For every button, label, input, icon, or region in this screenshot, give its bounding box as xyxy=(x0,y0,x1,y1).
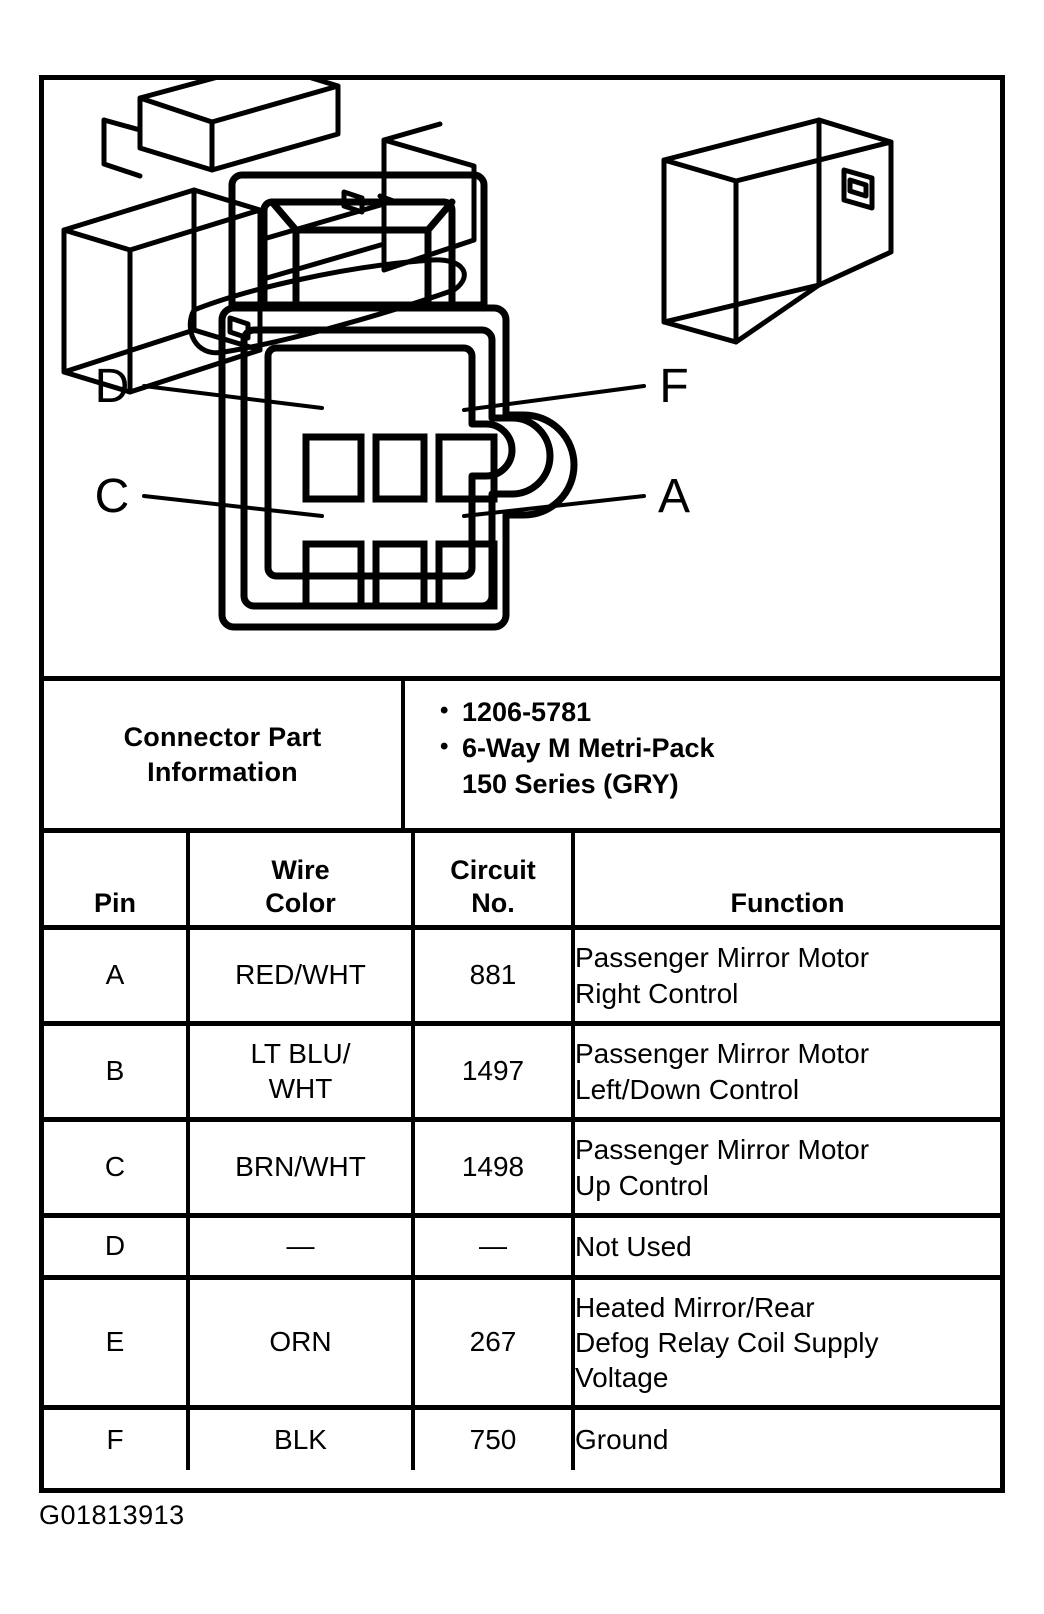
cell-wire-color: ORN xyxy=(188,1275,415,1408)
cavity-bottom-mid xyxy=(372,540,428,610)
cell-wire-color: LT BLU/ WHT xyxy=(188,1021,415,1120)
function-line2: Up Control xyxy=(575,1169,709,1201)
bullet-icon: • xyxy=(440,697,449,724)
function-line2: Defog Relay Coil Supply xyxy=(575,1326,879,1358)
cell-function: Ground xyxy=(573,1405,1000,1470)
cell-wire-color: — xyxy=(188,1213,415,1278)
connector-type-line2: 150 Series (GRY) xyxy=(462,768,679,799)
wire-color-line1: ORN xyxy=(269,1326,332,1358)
table-row: E ORN 267 Heated Mirror/Rear Defog Relay… xyxy=(44,1275,1000,1408)
connector-part-information-label: Connector Part Information xyxy=(44,681,405,828)
header-function-text: Function xyxy=(730,887,845,918)
cavity-top-right xyxy=(435,433,498,503)
wire-color-line1: BLK xyxy=(274,1423,327,1455)
header-circuit-no: Circuit No. xyxy=(413,828,575,928)
cell-circuit-no: 1497 xyxy=(413,1021,575,1120)
cavity-top-left xyxy=(302,433,365,503)
cpi-label-line2: Information xyxy=(147,756,298,787)
connector-type-bullet: • 6-Way M Metri-Pack 150 Series (GRY) xyxy=(440,731,1000,803)
table-row: D — — Not Used xyxy=(44,1213,1000,1278)
cell-wire-color: RED/WHT xyxy=(188,925,415,1024)
diagram-frame: D F C A Connector Part Information • 120… xyxy=(39,75,1005,1493)
table-row: C BRN/WHT 1498 Passenger Mirror Motor Up… xyxy=(44,1117,1000,1216)
cell-circuit-no: 750 xyxy=(413,1405,575,1470)
cell-circuit-no: 881 xyxy=(413,925,575,1024)
pin-leader-lines xyxy=(142,384,646,518)
header-circuit-no-line1: Circuit xyxy=(450,855,536,886)
cell-pin: F xyxy=(44,1405,190,1470)
table-row: A RED/WHT 881 Passenger Mirror Motor Rig… xyxy=(44,925,1000,1024)
cell-function: Passenger Mirror Motor Up Control xyxy=(573,1117,1000,1216)
terminal-cavities xyxy=(302,433,498,610)
wire-color-line2: WHT xyxy=(268,1072,333,1104)
pin-table: Pin Wire Color Circuit No. Function xyxy=(44,828,1000,1470)
leader-line-d xyxy=(142,384,324,410)
cell-pin: B xyxy=(44,1021,190,1120)
wire-color-line1: LT BLU/ xyxy=(250,1038,351,1070)
cell-pin: D xyxy=(44,1213,190,1278)
cell-pin: C xyxy=(44,1117,190,1216)
cell-circuit-no: 267 xyxy=(413,1275,575,1408)
connector-drawing-svg: D F C A xyxy=(61,80,894,631)
leader-line-f xyxy=(462,384,646,412)
pin-table-header-row: Pin Wire Color Circuit No. Function xyxy=(44,828,1000,928)
header-circuit-no-line2: No. xyxy=(471,887,515,918)
cavity-top-mid xyxy=(372,433,428,503)
wire-color-line1: BRN/WHT xyxy=(235,1151,366,1183)
header-wire-color-line1: Wire xyxy=(271,855,330,886)
leader-line-c xyxy=(142,494,324,518)
connector-type-text: 6-Way M Metri-Pack 150 Series (GRY) xyxy=(462,731,1000,803)
cell-pin: A xyxy=(44,925,190,1024)
connector-type-line1: 6-Way M Metri-Pack xyxy=(462,732,715,763)
function-line1: Passenger Mirror Motor xyxy=(575,1038,870,1070)
function-line1: Passenger Mirror Motor xyxy=(575,942,870,974)
function-line1: Passenger Mirror Motor xyxy=(575,1134,870,1166)
part-number-text: 1206-5781 xyxy=(462,697,592,727)
pin-label-f: F xyxy=(659,360,688,413)
cell-function: Passenger Mirror Motor Left/Down Control xyxy=(573,1021,1000,1120)
cell-wire-color: BLK xyxy=(188,1405,415,1470)
function-line2: Right Control xyxy=(575,977,739,1009)
pin-label-d: D xyxy=(95,360,130,413)
cpi-label-line1: Connector Part xyxy=(123,721,322,752)
cell-wire-color: BRN/WHT xyxy=(188,1117,415,1216)
wire-color-line1: — xyxy=(286,1230,315,1262)
wire-color-line1: RED/WHT xyxy=(235,959,366,991)
header-pin: Pin xyxy=(44,828,190,928)
cell-function: Not Used xyxy=(573,1213,1000,1278)
function-line3: Voltage xyxy=(575,1362,669,1394)
header-function: Function xyxy=(573,828,1000,928)
cell-function: Heated Mirror/Rear Defog Relay Coil Supp… xyxy=(573,1275,1000,1408)
leader-line-a xyxy=(462,494,646,518)
connector-illustration: D F C A xyxy=(44,80,1000,676)
pin-label-c: C xyxy=(95,470,130,523)
connector-face-outline xyxy=(218,171,578,631)
cell-pin: E xyxy=(44,1275,190,1408)
cavity-bottom-right xyxy=(435,540,498,610)
function-line1: Not Used xyxy=(575,1230,692,1262)
cell-circuit-no: — xyxy=(413,1213,575,1278)
header-wire-color-line2: Color xyxy=(265,887,336,918)
pin-label-a: A xyxy=(658,470,690,523)
connector-part-information-row: Connector Part Information • 1206-5781 •… xyxy=(44,676,1000,828)
connector-3d-view xyxy=(61,80,894,395)
cavity-bottom-left xyxy=(302,540,365,610)
bullet-icon: • xyxy=(440,732,449,760)
figure-id-code: G01813913 xyxy=(39,1500,185,1530)
function-line1: Heated Mirror/Rear xyxy=(575,1291,815,1323)
header-wire-color: Wire Color xyxy=(188,828,415,928)
cell-function: Passenger Mirror Motor Right Control xyxy=(573,925,1000,1024)
header-pin-text: Pin xyxy=(93,887,136,918)
table-row: F BLK 750 Ground xyxy=(44,1405,1000,1470)
cell-circuit-no: 1498 xyxy=(413,1117,575,1216)
table-row: B LT BLU/ WHT 1497 Passenger Mirror Moto… xyxy=(44,1021,1000,1120)
function-line2: Left/Down Control xyxy=(575,1073,800,1105)
part-number-bullet: • 1206-5781 xyxy=(440,695,1000,731)
function-line1: Ground xyxy=(575,1424,669,1456)
connector-part-information-values: • 1206-5781 • 6-Way M Metri-Pack 150 Ser… xyxy=(405,681,1000,828)
